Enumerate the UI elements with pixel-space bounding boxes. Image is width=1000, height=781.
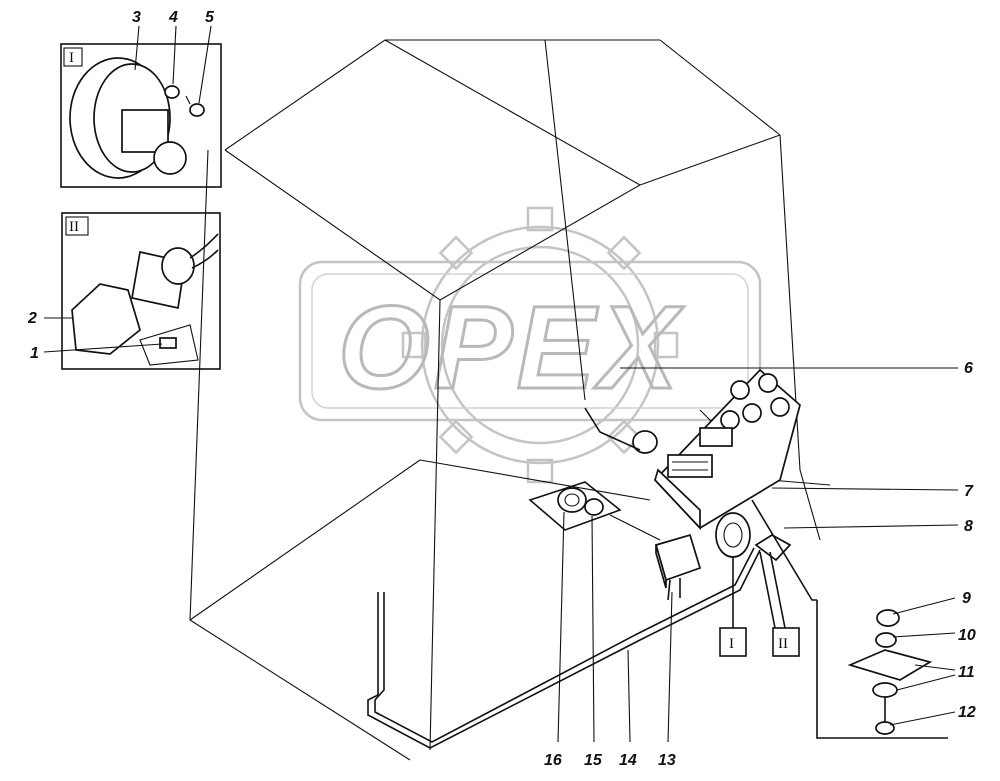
switch-16: [557, 487, 587, 513]
callout-9: 9: [962, 590, 971, 607]
view-label-2: II: [69, 219, 79, 235]
switch-assembly: [528, 481, 661, 541]
cushion-11: [847, 649, 933, 681]
nut-15: [584, 498, 604, 516]
callout-13: 13: [658, 752, 676, 769]
watermark-gear: [401, 206, 679, 484]
callout-4: 4: [168, 9, 178, 26]
callout-7: 7: [964, 483, 974, 500]
relay-box: [654, 533, 702, 601]
watermark-text: OPEX: [338, 282, 684, 414]
mount-detail: [751, 499, 948, 739]
view-label-1: I: [69, 50, 74, 66]
inset-view-1: I: [60, 43, 222, 188]
indicator-lamp: [632, 430, 658, 454]
callout-16: 16: [544, 752, 562, 769]
callout-11: 11: [958, 664, 975, 681]
relay-body: [71, 283, 141, 355]
wiring-harness: [367, 547, 761, 749]
callout-5: 5: [205, 9, 215, 26]
callout-2: 2: [27, 310, 37, 327]
callout-6: 6: [964, 360, 973, 377]
instrument-panel: [584, 368, 801, 531]
callout-12: 12: [958, 704, 976, 721]
bolt-1: [159, 337, 177, 349]
watermark-logo: OPEX: [298, 206, 762, 484]
callout-14: 14: [619, 752, 637, 769]
callout-15: 15: [584, 752, 603, 769]
bolt-12: [875, 721, 895, 735]
callouts: 3 4 5 2 1 6 7 8 9 10 11 12 16 15 14 13: [27, 9, 976, 769]
view-marker-1: I: [729, 636, 734, 652]
screw-5: [189, 103, 205, 117]
nut-9: [876, 609, 900, 627]
callout-10: 10: [958, 627, 976, 644]
callout-8: 8: [964, 518, 973, 535]
callout-3: 3: [132, 9, 141, 26]
washer-4: [164, 85, 180, 99]
cab-wireframe: [189, 39, 831, 761]
view-marker-2: II: [778, 636, 788, 652]
callout-1: 1: [30, 345, 39, 362]
horn-mounted: I II: [715, 512, 800, 657]
washer-10: [875, 632, 897, 648]
inset-view-2: II: [61, 212, 221, 370]
watermark-plate: [298, 260, 762, 422]
leader-lines: [43, 25, 959, 743]
